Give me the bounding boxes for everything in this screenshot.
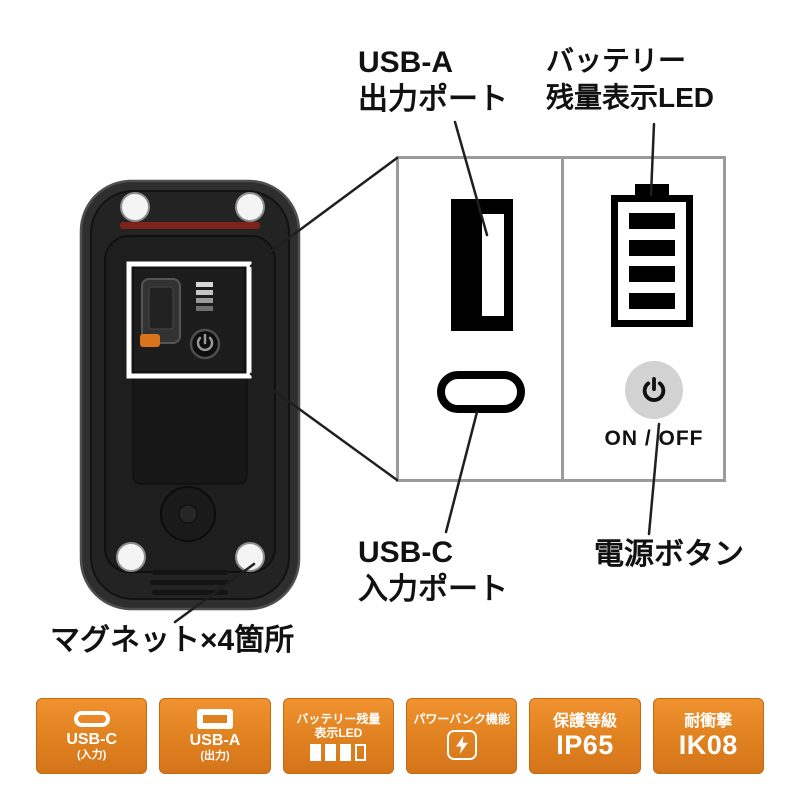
battery-cell	[629, 239, 675, 256]
mount-knob-center	[178, 504, 198, 524]
battery-cell	[629, 266, 675, 283]
battery-bar	[340, 743, 352, 761]
device-illustration	[79, 179, 301, 611]
battery-led-callout-line2: 残量表示LED	[546, 82, 715, 113]
battery-bars-icon	[310, 743, 367, 761]
port-area-highlight	[126, 261, 252, 379]
badge-usb-a-subtitle: (出力)	[200, 750, 230, 762]
magnet-icon	[235, 542, 265, 572]
usb-a-callout-line1: USB-A	[358, 46, 453, 79]
usb-a-callout-line2: 出力ポート	[358, 83, 508, 116]
magnet-callout: マグネット×4箇所	[50, 624, 295, 657]
usb-c-callout: USB-C 入力ポート	[358, 534, 508, 608]
grip-ridge	[152, 590, 228, 595]
badge-powerbank: パワーバンク機能	[405, 698, 518, 774]
magnet-icon	[120, 192, 150, 222]
usb-c-callout-line1: USB-C	[358, 536, 453, 569]
battery-cell	[629, 293, 675, 310]
badge-ik08: 耐衝撃 IK08	[652, 698, 764, 774]
port-info-panel: ON / OFF	[396, 156, 726, 482]
badge-usb-c: USB-C (入力)	[36, 698, 148, 774]
badge-usb-a: USB-A (出力)	[159, 698, 271, 774]
power-button-icon	[625, 361, 683, 419]
badge-powerbank-title: パワーバンク機能	[413, 712, 510, 726]
badge-usb-c-subtitle: (入力)	[77, 748, 107, 761]
battery-led-callout: バッテリー 残量表示LED	[546, 42, 714, 116]
badge-ip65: 保護等級 IP65	[529, 698, 641, 774]
badge-battery-led: バッテリー残量 表示LED	[282, 698, 394, 774]
battery-cell	[629, 212, 675, 229]
power-button-callout: 電源ボタン	[594, 538, 744, 571]
device-usb-slot	[148, 286, 174, 330]
device-power-icon	[196, 333, 214, 352]
usb-a-slot	[482, 214, 504, 316]
badge-ik08-title: 耐衝撃	[684, 712, 733, 730]
usb-a-icon-slot	[202, 715, 227, 723]
panel-divider	[561, 159, 564, 479]
badge-ip65-value: IP65	[556, 729, 614, 760]
magnet-icon	[235, 192, 265, 222]
badge-battery-line1: バッテリー残量	[296, 711, 381, 726]
battery-bar	[325, 743, 337, 761]
on-off-label: ON / OFF	[604, 427, 704, 450]
usb-c-port-icon	[437, 371, 525, 413]
usb-c-callout-line2: 入力ポート	[358, 573, 508, 606]
usb-a-callout: USB-A 出力ポート	[358, 44, 508, 118]
badge-usb-c-title: USB-C	[66, 730, 117, 748]
device-led-bars	[196, 282, 213, 311]
battery-level-icon	[611, 184, 693, 327]
badge-ik08-value: IK08	[678, 729, 738, 760]
feature-badges-row: USB-C (入力) USB-A (出力) バッテリー残量 表示LED パワーバ…	[36, 698, 764, 774]
orange-tab	[140, 334, 160, 347]
grip-ridge	[152, 570, 228, 575]
badge-ip65-title: 保護等級	[552, 712, 617, 730]
badge-battery-line2: 表示LED	[314, 725, 363, 740]
power-symbol-icon	[642, 377, 666, 402]
battery-led-callout-line1: バッテリー	[546, 45, 687, 76]
usb-c-icon	[73, 710, 110, 727]
usb-a-icon	[196, 709, 233, 729]
battery-bar	[310, 743, 322, 761]
magnet-icon	[116, 542, 146, 572]
badge-usb-a-title: USB-A	[189, 732, 241, 749]
usb-a-port-icon	[451, 199, 513, 331]
device-red-accent	[120, 222, 260, 229]
grip-ridge	[150, 580, 230, 585]
battery-bar-empty	[355, 743, 367, 761]
lightning-icon	[446, 730, 477, 760]
